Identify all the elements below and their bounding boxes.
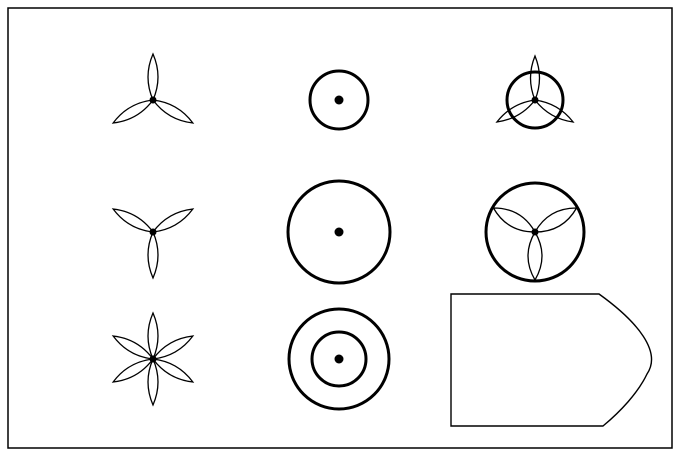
answer-placeholder-icon (450, 293, 653, 427)
center-dot (149, 96, 157, 104)
petal (111, 208, 155, 233)
petal (147, 357, 159, 407)
circle-outline (308, 69, 370, 131)
circle-outline (286, 179, 392, 285)
three-petal-flower-icon (111, 52, 195, 124)
center-dot (531, 96, 539, 104)
petal (492, 207, 537, 233)
concentric-circles-with-dot-icon (287, 307, 391, 411)
petal (111, 358, 155, 383)
petal (147, 52, 159, 102)
center-dot (149, 228, 157, 236)
petal (151, 99, 195, 124)
flower-in-circle-icon (495, 54, 575, 130)
three-petal-flower-icon (111, 208, 195, 280)
center-dot (531, 228, 539, 236)
petal (527, 230, 543, 282)
six-petal-flower-icon (111, 311, 195, 407)
petal (147, 230, 159, 280)
petal (111, 99, 155, 124)
center-dot (334, 227, 344, 237)
petal (495, 99, 537, 123)
center-dot (149, 355, 157, 363)
circle-with-dot-icon (286, 179, 392, 285)
flower-in-circle-icon (484, 181, 586, 283)
petal (533, 99, 575, 123)
circle-with-dot-icon (308, 69, 370, 131)
circle-outline (505, 70, 565, 130)
petal (529, 54, 541, 102)
puzzle-grid (111, 52, 653, 427)
center-dot (334, 95, 344, 105)
circle-outline (287, 307, 391, 411)
circle-outline (310, 330, 368, 388)
petal (111, 335, 155, 360)
petal (151, 335, 195, 360)
answer-box-outline (450, 293, 653, 427)
petal (533, 207, 578, 233)
petal (147, 311, 159, 361)
puzzle-frame (7, 7, 673, 449)
petal (151, 208, 195, 233)
petal (151, 358, 195, 383)
center-dot (334, 354, 344, 364)
